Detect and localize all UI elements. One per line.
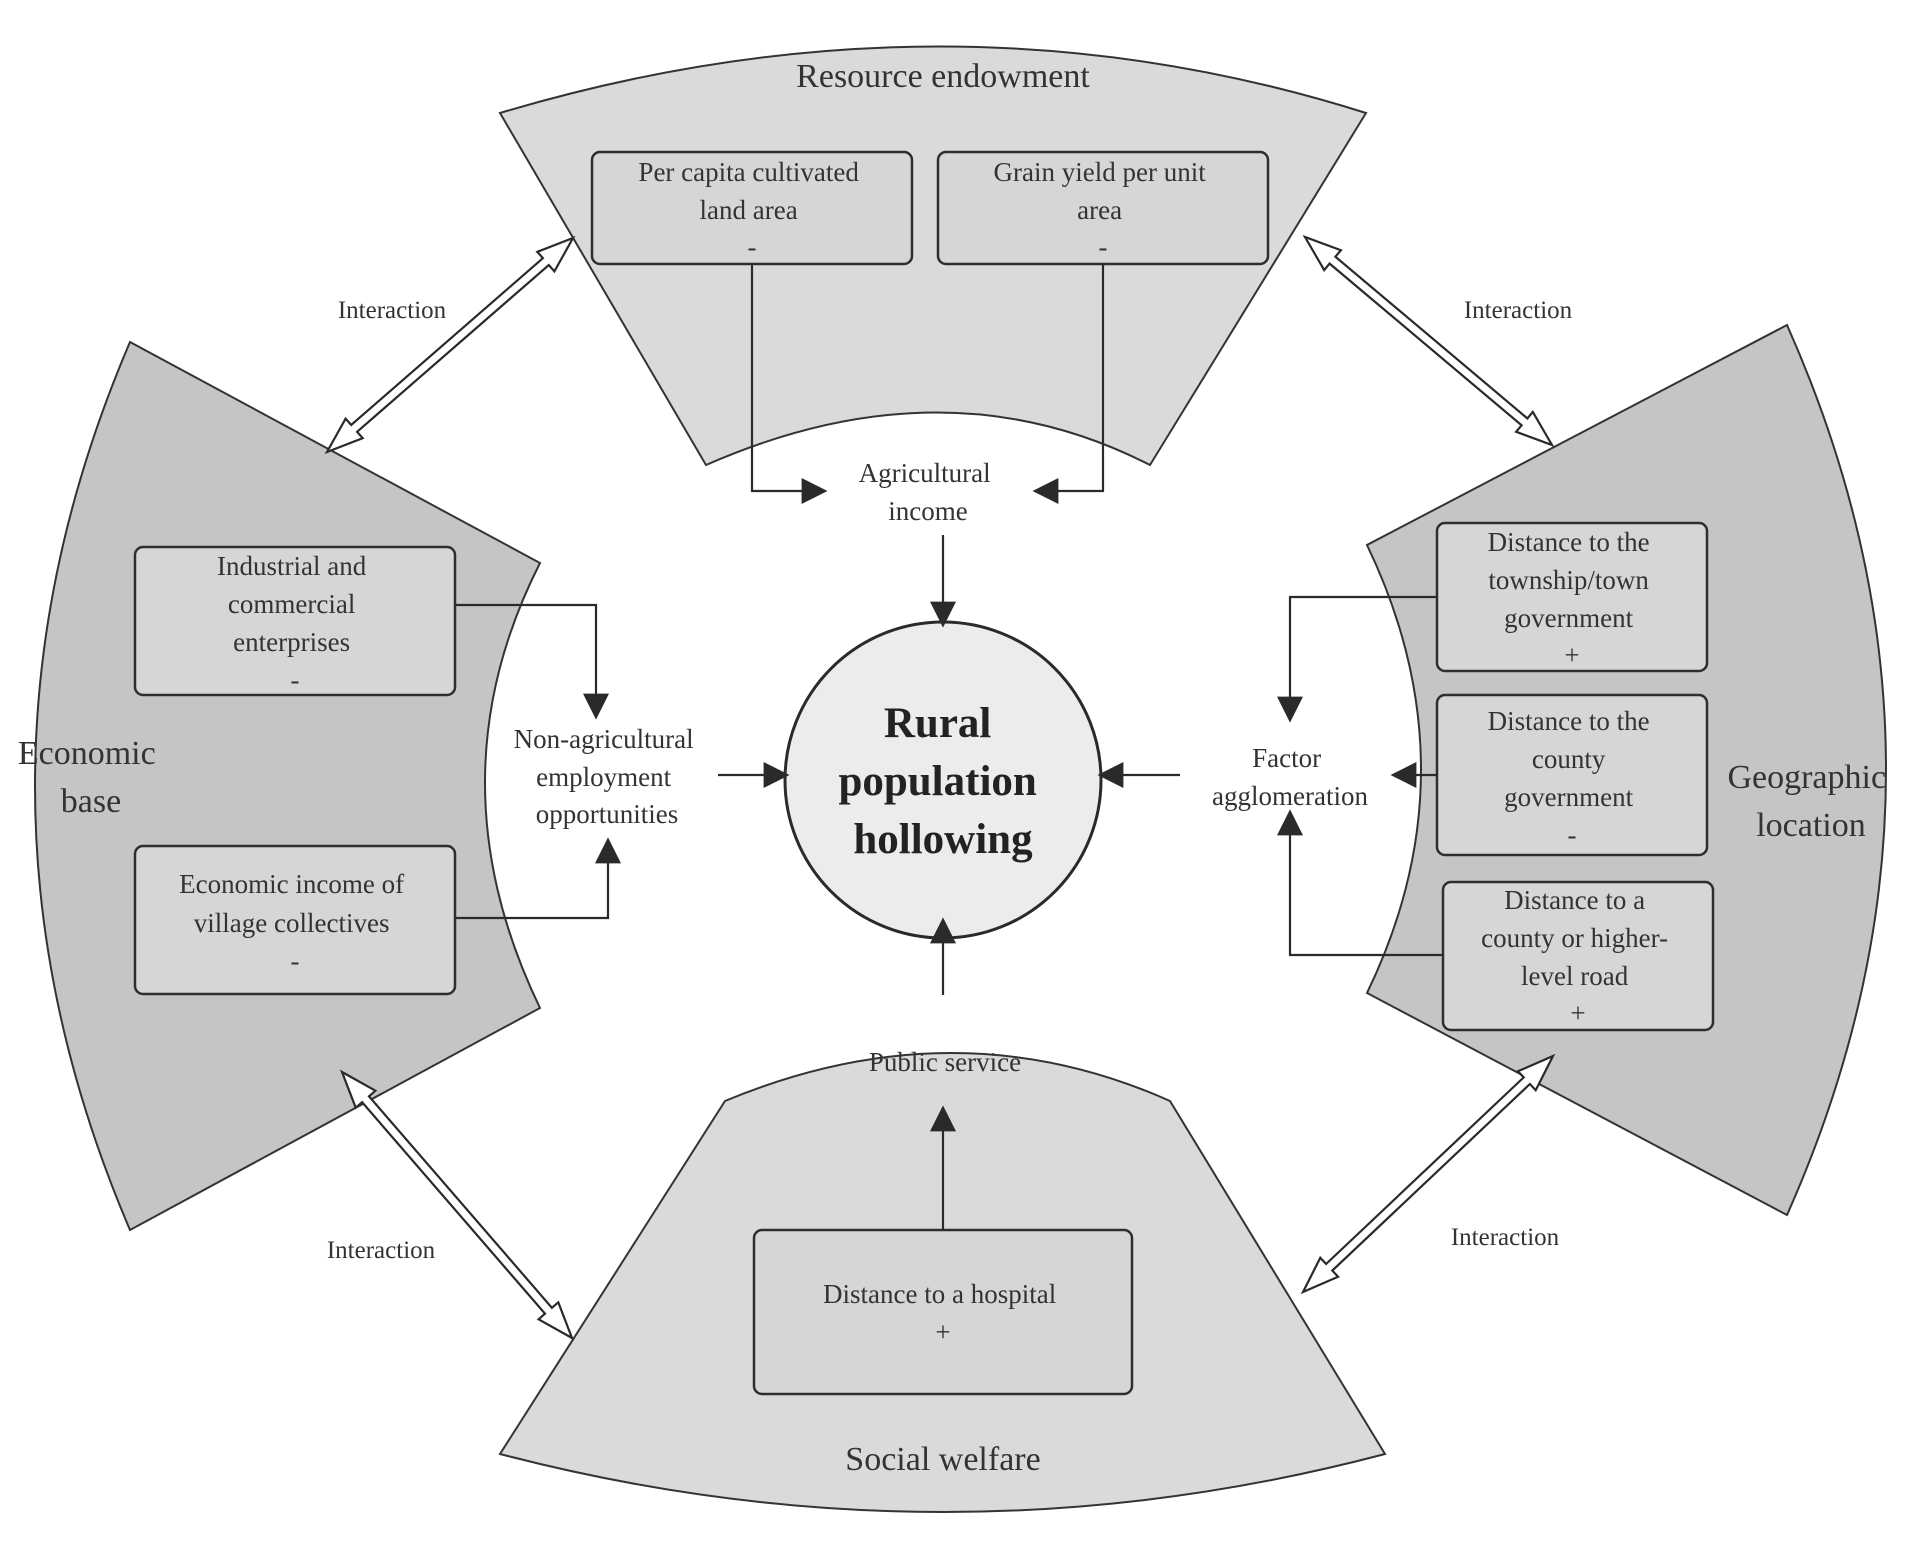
box-industrial-enterprises: Industrial and commercial enterprises - [133, 545, 457, 697]
node-non-agricultural-employment: Non-agricultural employment opportunitie… [514, 724, 701, 829]
segment-title-resource-endowment: Resource endowment [796, 58, 1090, 95]
box-per-capita-land: Per capita cultivated land area - [590, 150, 914, 266]
node-public-service: Public service [869, 1047, 1021, 1077]
arrow-road-to-factor [1277, 809, 1443, 957]
box-village-collective-income: Economic income of village collectives - [133, 844, 457, 996]
box-grain-yield: Grain yield per unit area - [936, 150, 1270, 266]
interaction-label-top-right: Interaction [1464, 297, 1573, 324]
interaction-label-bottom-left: Interaction [327, 1237, 436, 1264]
interaction-arrow-resource-geographic [1302, 234, 1555, 448]
svg-text:Distance to the county: Distance to the county government - [1488, 706, 1657, 850]
svg-text:Industrial and commercia: Industrial and commercial enterprises - [217, 551, 373, 695]
svg-text:Rural population h: Rural population hollowing [838, 700, 1047, 863]
segment-title-economic-base: Economic base [18, 735, 164, 820]
interaction-arrow-economic-resource [324, 235, 576, 455]
svg-text:Economic income of villa: Economic income of village collectives - [179, 869, 411, 976]
arrow-industrial-to-employment [455, 603, 609, 720]
interaction-label-top-left: Interaction [338, 297, 447, 324]
svg-text:Distance to a hospital +: Distance to a hospital + [823, 1279, 1063, 1347]
svg-text:Per capita cultivated la: Per capita cultivated land area - [638, 157, 865, 262]
interaction-arrow-economic-social [339, 1069, 575, 1341]
svg-text:Distance to the township: Distance to the township/town government… [1488, 527, 1657, 670]
arrow-land-to-agri-income [750, 264, 828, 504]
arrow-grain-to-agri-income [1032, 264, 1105, 504]
arrow-township-to-factor [1277, 595, 1437, 723]
interaction-arrow-geographic-social [1300, 1053, 1556, 1295]
center-rural-population-hollowing: Rural population hollowing [783, 620, 1103, 940]
box-distance-road: Distance to a county or higher- level ro… [1441, 880, 1715, 1032]
interaction-arrows [324, 234, 1556, 1341]
segment-title-geographic-location: Geographic location [1727, 759, 1894, 844]
svg-text:Grain yield per unit are: Grain yield per unit area - [994, 157, 1213, 262]
segment-title-social-welfare: Social welfare [845, 1441, 1040, 1478]
svg-text:Distance to a county or: Distance to a county or higher- level ro… [1481, 885, 1675, 1028]
node-factor-agglomeration: Factor agglomeration [1212, 743, 1368, 811]
arrow-collective-to-employment [455, 837, 621, 920]
box-distance-township: Distance to the township/town government… [1435, 521, 1709, 673]
node-agricultural-income: Agricultural income [859, 458, 998, 526]
box-distance-hospital: Distance to a hospital + [752, 1228, 1134, 1396]
interaction-label-bottom-right: Interaction [1451, 1224, 1560, 1251]
box-distance-county: Distance to the county government - [1435, 693, 1709, 857]
